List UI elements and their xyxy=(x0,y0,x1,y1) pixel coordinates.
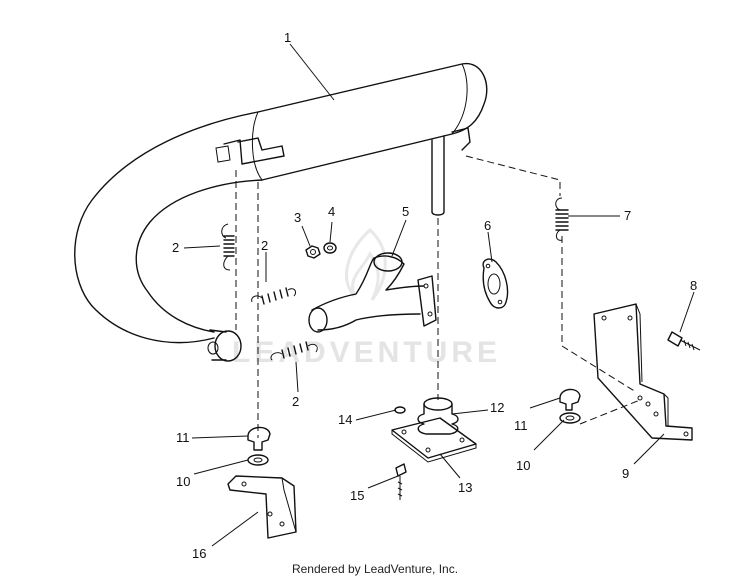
callout-10-left: 10 xyxy=(176,474,190,489)
callout-4: 4 xyxy=(328,204,335,219)
washer-right xyxy=(559,412,581,424)
nut xyxy=(305,245,321,259)
callout-13: 13 xyxy=(458,480,472,495)
callout-2a: 2 xyxy=(172,240,179,255)
spring-lower xyxy=(270,341,318,361)
callout-1: 1 xyxy=(284,30,291,45)
callout-14: 14 xyxy=(338,412,352,427)
leader-lines xyxy=(183,43,695,547)
bracket-left xyxy=(227,475,297,539)
washer-mini xyxy=(394,406,406,414)
callout-5: 5 xyxy=(402,204,409,219)
alignment-lines xyxy=(235,155,641,438)
grommet-right xyxy=(559,388,581,411)
rubber-mount xyxy=(417,397,459,435)
screw-right xyxy=(667,331,701,351)
y-pipe xyxy=(308,252,437,333)
callout-3: 3 xyxy=(294,210,301,225)
bracket-right xyxy=(593,303,693,441)
callout-8: 8 xyxy=(690,278,697,293)
footer-credit: Rendered by LeadVenture, Inc. xyxy=(291,562,459,576)
callout-12: 12 xyxy=(490,400,504,415)
callout-11-right: 11 xyxy=(514,418,528,433)
callout-11-left: 11 xyxy=(176,430,190,445)
callout-9: 9 xyxy=(622,466,629,481)
spring-right xyxy=(555,197,569,241)
callout-15: 15 xyxy=(350,488,364,503)
callout-2c: 2 xyxy=(292,394,299,409)
watermark-flame-icon xyxy=(345,227,387,301)
mount-plate xyxy=(391,417,477,463)
callout-10-right: 10 xyxy=(516,458,530,473)
spring-left xyxy=(221,223,235,271)
grommet-left xyxy=(247,426,271,451)
callout-7: 7 xyxy=(624,208,631,223)
washer-left xyxy=(247,454,269,466)
callouts: 1 2 2 2 3 4 5 6 7 8 9 10 10 11 11 12 13 … xyxy=(172,30,697,561)
spring-middle xyxy=(251,287,297,305)
callout-16: 16 xyxy=(192,546,206,561)
washer-small xyxy=(323,242,337,254)
stud-bolt xyxy=(395,463,407,500)
watermark-text: LEADVENTURE xyxy=(232,336,501,369)
muffler xyxy=(74,62,488,362)
callout-2b: 2 xyxy=(261,238,268,253)
gasket xyxy=(482,258,509,309)
callout-6: 6 xyxy=(484,218,491,233)
